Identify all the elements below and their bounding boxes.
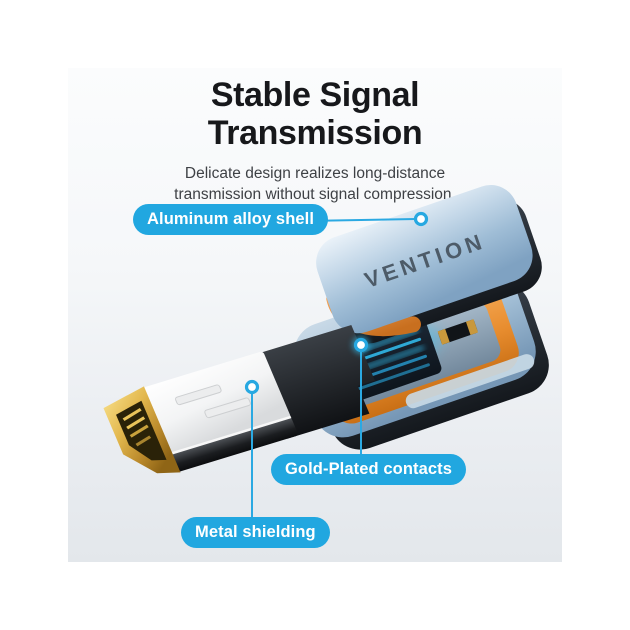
callout-label-gold-contacts: Gold-Plated contacts <box>271 454 467 485</box>
page-title-line2: Transmission <box>207 114 423 152</box>
subtitle-line2: transmission without signal compression. <box>174 186 456 203</box>
callout-dots <box>244 211 429 395</box>
callout-label-metal-shielding: Metal shielding <box>181 517 330 548</box>
callout-dot-gold <box>353 337 369 353</box>
connector-edge-highlight <box>166 415 292 457</box>
hero-text-block: Stable Signal Transmission Delicate desi… <box>68 76 562 205</box>
bottom-shell-assembly <box>294 266 549 450</box>
connector-front-edge <box>167 417 298 473</box>
callout-label-aluminum-shell: Aluminum alloy shell <box>133 204 329 235</box>
top-shell-surface <box>316 184 533 334</box>
gold-hdmi-mouth <box>103 386 181 474</box>
shell-front-highlight <box>405 354 535 409</box>
page-title-line1: Stable Signal <box>210 76 420 114</box>
page-subtitle: Delicate design realizes long-distance t… <box>68 163 562 205</box>
callout-dot-metal <box>244 379 260 395</box>
stamped-slots <box>175 384 251 419</box>
callout-dot-aluminum <box>413 211 429 227</box>
gold-chip-component <box>437 319 479 345</box>
top-aluminum-shell: VENTION <box>316 184 542 344</box>
subtitle-line1: Delicate design realizes long-distance <box>184 165 446 182</box>
metal-shielding-connector <box>103 325 375 474</box>
